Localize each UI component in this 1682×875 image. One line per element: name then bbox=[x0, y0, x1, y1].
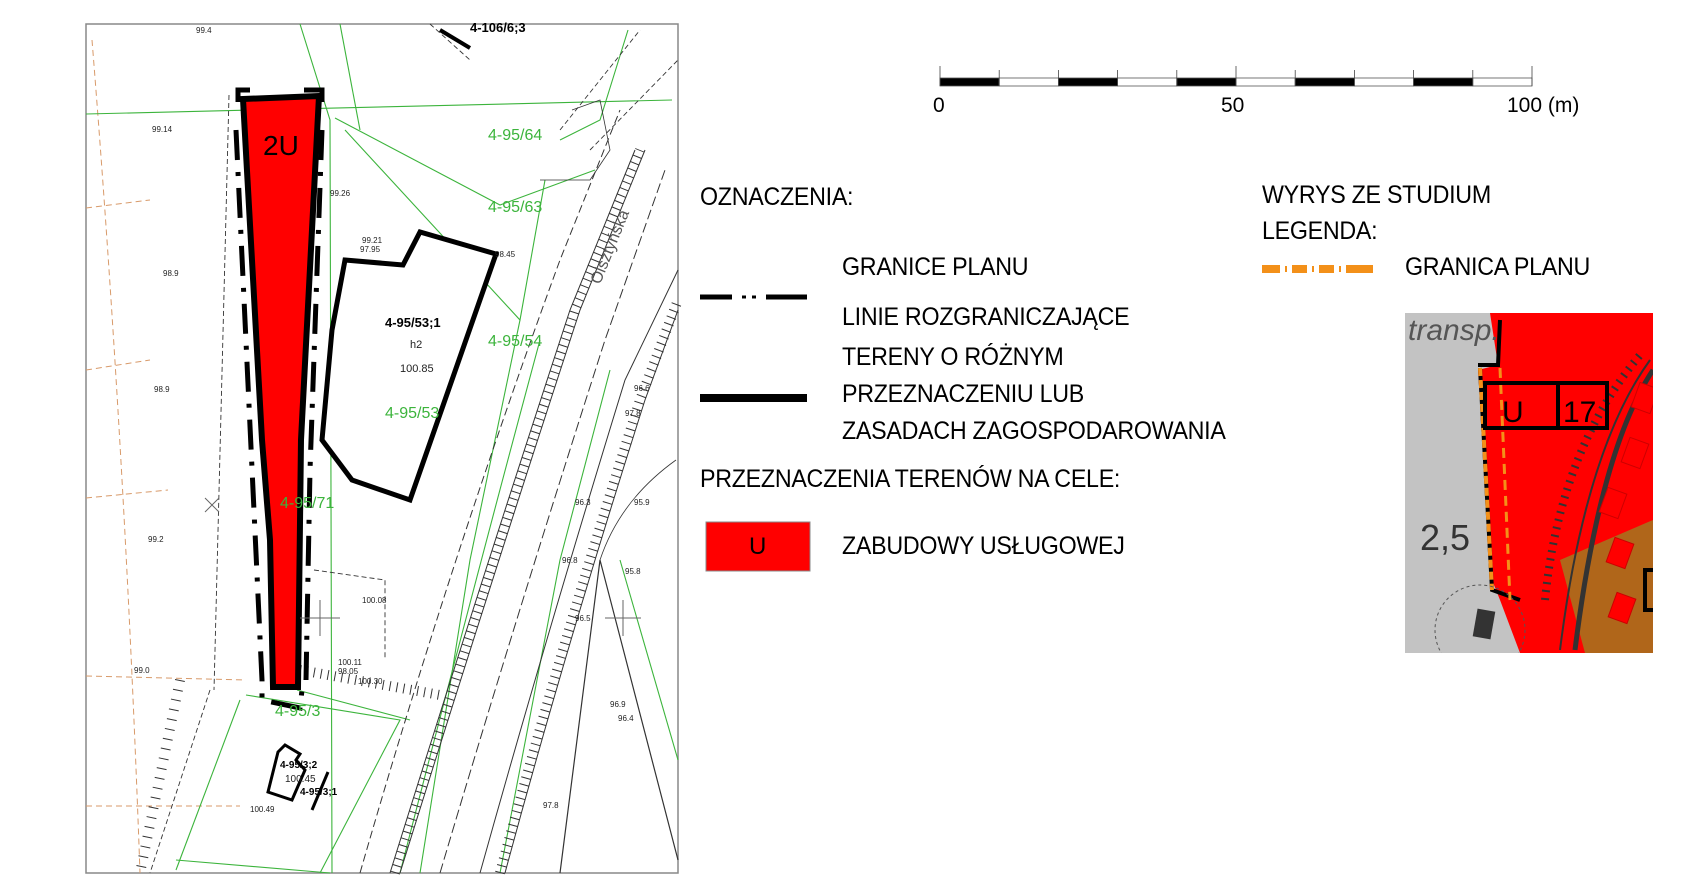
scale-bar-segment bbox=[1117, 77, 1178, 87]
legend-purpose-title: PRZEZNACZENIA TERENÓW NA CELE: bbox=[700, 465, 1121, 493]
plan-boundary bbox=[233, 87, 325, 712]
parcel-label: 4-95/3 bbox=[275, 703, 320, 720]
study-boundary-label: GRANICA PLANU bbox=[1405, 253, 1591, 281]
scale-bar-segment bbox=[1235, 77, 1296, 87]
inset-transport-label: transp. bbox=[1408, 314, 1500, 347]
elevation: 96.8 bbox=[562, 556, 578, 565]
study-inset-map: transp. U 17 2,5 bbox=[1405, 313, 1653, 653]
zone-2u-label: 2U bbox=[263, 130, 299, 161]
legend-zones-line-1: TERENY O RÓŻNYM bbox=[842, 343, 1064, 371]
u-zone-symbol bbox=[705, 521, 811, 572]
grid-crosses bbox=[204, 497, 641, 636]
building-label: 100.85 bbox=[400, 363, 434, 375]
scale-bar-segment bbox=[1472, 77, 1533, 87]
parcel-label: 4-95/64 bbox=[488, 127, 542, 144]
elevation: 98.9 bbox=[163, 269, 179, 278]
legend-u-zone-label: ZABUDOWY USŁUGOWEJ bbox=[842, 532, 1125, 560]
scale-bar-segment bbox=[939, 77, 1000, 87]
zone-2u-area bbox=[239, 92, 323, 690]
parcel-label: 4-95/53 bbox=[385, 405, 439, 422]
parcel-label: 4-95/71 bbox=[280, 495, 334, 512]
elevation: 97.8 bbox=[543, 801, 559, 810]
elevation: 96.4 bbox=[618, 714, 634, 723]
elevation: 96.6 bbox=[634, 384, 650, 393]
building-label: 4-95/3;1 bbox=[300, 787, 338, 798]
legend-title: OZNACZENIA: bbox=[700, 183, 854, 211]
elevation: 99.0 bbox=[134, 666, 150, 675]
elevation: 97.8 bbox=[625, 409, 641, 418]
building-label: 4-95/53;1 bbox=[385, 315, 441, 330]
cadastral-lines bbox=[85, 39, 246, 874]
legend-zones-line-2: PRZEZNACZENIU LUB bbox=[842, 380, 1085, 408]
inset-ratio-label: 2,5 bbox=[1420, 517, 1470, 558]
elevation: 98.45 bbox=[495, 250, 516, 259]
elevation: 96.5 bbox=[575, 614, 591, 623]
elevation: 95.9 bbox=[634, 498, 650, 507]
study-title: WYRYS ZE STUDIUM bbox=[1262, 181, 1491, 209]
elevation: 100.49 bbox=[250, 805, 275, 814]
elevation: 99.21 bbox=[362, 236, 383, 245]
building-label: 100.45 bbox=[285, 774, 316, 785]
survey-lines bbox=[149, 23, 679, 874]
building-label: 4-106/6;3 bbox=[470, 20, 526, 35]
scale-bar-segment bbox=[1058, 77, 1119, 87]
parcel-label: 4-95/54 bbox=[488, 333, 542, 350]
scale-label-100: 100 (m) bbox=[1507, 94, 1579, 117]
scale-bar-segment bbox=[998, 77, 1059, 87]
elevation: 96.3 bbox=[575, 498, 591, 507]
scale-bar-segment bbox=[1176, 77, 1237, 87]
scale-label-0: 0 bbox=[933, 94, 945, 117]
elevation: 99.14 bbox=[152, 125, 173, 134]
elevation: 99.4 bbox=[196, 26, 212, 35]
inset-number-label: 17 bbox=[1563, 396, 1596, 429]
scale-label-50: 50 bbox=[1221, 94, 1244, 117]
elevation: 95.8 bbox=[625, 567, 641, 576]
elevation: 100.30 bbox=[358, 677, 383, 686]
road-olsztynska bbox=[135, 99, 683, 875]
u-zone-symbol-label: U bbox=[749, 533, 766, 560]
legend-plan-boundary-label: GRANICE PLANU bbox=[842, 253, 1029, 281]
elevation: 98.05 bbox=[338, 667, 359, 676]
elevation: 96.9 bbox=[610, 700, 626, 709]
base-map: 2U 4-95/64 4-95/63 4-95/53 4-95/54 4-95/… bbox=[85, 20, 683, 875]
building-main bbox=[319, 229, 500, 504]
elevation: 97.95 bbox=[360, 245, 381, 254]
building-small bbox=[266, 743, 307, 802]
inset-zone-label: U bbox=[1502, 396, 1524, 429]
legend-dividing-lines-label: LINIE ROZGRANICZAJĄCE bbox=[842, 303, 1130, 331]
legend-zones-line-3: ZASADACH ZAGOSPODAROWANIA bbox=[842, 417, 1226, 445]
scale-bar bbox=[939, 66, 1533, 87]
scale-bar-segment bbox=[1294, 77, 1355, 87]
parcel-label: 4-95/63 bbox=[488, 199, 542, 216]
elevation: 100.08 bbox=[362, 596, 387, 605]
elevation: 98.9 bbox=[154, 385, 170, 394]
scale-bar-segment bbox=[1354, 77, 1415, 87]
building-label: h2 bbox=[410, 339, 422, 351]
elevation: 99.2 bbox=[148, 535, 164, 544]
study-legend-title: LEGENDA: bbox=[1262, 217, 1378, 245]
scale-bar-segment bbox=[1413, 77, 1474, 87]
parcel-lines bbox=[85, 23, 679, 874]
elevation: 100.11 bbox=[338, 658, 362, 667]
elevation: 99.26 bbox=[330, 189, 351, 198]
building-label: 4-95/3;2 bbox=[280, 760, 318, 771]
